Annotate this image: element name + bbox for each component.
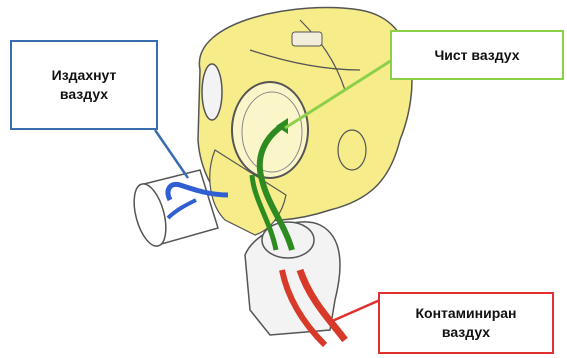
clean-air-label: Чист ваздух [434, 46, 519, 65]
exhaled-leader-line [155, 130, 188, 178]
clean-air-callout: Чист ваздух [390, 30, 564, 80]
contaminated-leader-line [330, 300, 380, 322]
contaminated-air-callout: Контаминиран ваздух [378, 292, 554, 354]
hood-clip [292, 32, 322, 46]
contaminated-air-label: Контаминиран ваздух [415, 304, 516, 342]
ear [338, 130, 366, 170]
exhaled-air-callout: Издахнут ваздух [10, 40, 158, 130]
side-valve [202, 64, 222, 120]
visor [232, 82, 308, 178]
exhaled-air-label: Издахнут ваздух [52, 66, 117, 104]
